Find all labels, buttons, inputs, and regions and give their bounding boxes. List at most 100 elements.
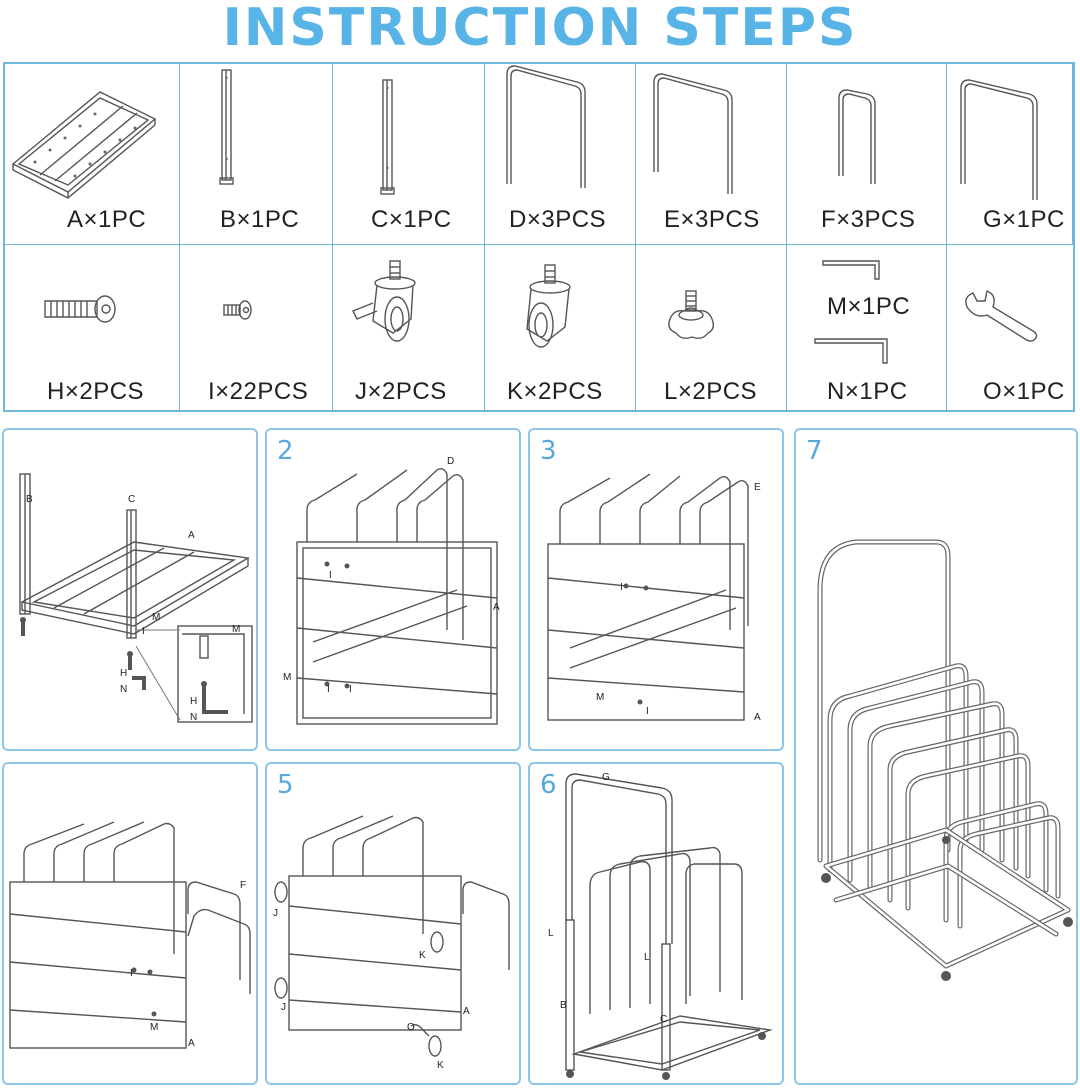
step-6-tag-c: C [660,1014,667,1025]
u-bar-medium-icon [653,73,733,194]
step-6-number: 6 [540,770,557,800]
part-label-d: D×3PCS [509,206,607,233]
step-1-tag-i: I [142,626,145,637]
frame-base-icon [11,91,157,199]
step-5-tag-j2: J [281,1002,286,1013]
step-6-tag-l1: L [548,928,554,939]
step-5-diagram: J J K K O A [273,815,510,1071]
part-cell-h: H×2PCS [5,245,180,410]
step-1-tag-m: M [152,612,160,623]
step-2-tag-m: M [283,672,291,683]
step-2-tag-i1: I [327,684,330,695]
part-cell-g: G×1PC [947,64,1073,245]
knob-icon [668,290,715,340]
caster-icon [526,264,571,348]
step-1-inset-tag-m: M [232,624,240,635]
step-2-tag-i2: I [349,684,352,695]
step-4-panel: F I M A [2,762,258,1085]
step-2-diagram: D A M I I I [283,456,500,725]
part-cell-i: I×22PCS [180,245,333,410]
part-label-g: G×1PC [983,206,1065,233]
step-2-tag-a: A [493,602,500,613]
step-6-tag-b: B [560,1000,567,1011]
step-3-tag-a: A [754,712,761,723]
step-3-tag-i2: I [646,706,649,717]
part-label-j: J×2PCS [355,378,447,405]
post-b-icon [219,69,234,185]
part-label-k: K×2PCS [507,378,603,405]
part-label-i: I×22PCS [208,378,309,405]
step-1-diagram: B C A M I H N M H N [19,473,253,723]
part-label-n: N×1PC [827,378,908,405]
part-cell-k: K×2PCS [485,245,636,410]
part-cell-e: E×3PCS [636,64,787,245]
step-1-tag-c: C [128,494,135,505]
part-label-m: M×1PC [827,293,911,320]
u-bar-handle-icon [960,79,1038,200]
step-1-inset-tag-n: N [190,712,197,723]
step-3-tag-m: M [596,692,604,703]
step-7-panel: 7 [794,428,1078,1085]
step-2-panel: D A M I I I 2 [265,428,521,751]
part-cell-j: J×2PCS [333,245,485,410]
brake-caster-icon [352,260,416,342]
step-1-inset-tag-h: H [190,696,197,707]
long-bolt-icon [44,295,116,323]
step-4-tag-i: I [130,968,133,979]
step-6-diagram: G L L B C [548,772,773,1080]
u-bar-large-icon [506,65,586,188]
part-label-h: H×2PCS [47,378,145,405]
post-c-icon [380,79,395,195]
step-6-tag-l2: L [644,952,650,963]
step-1-tag-a: A [188,530,195,541]
step-2-tag-d: D [447,456,454,467]
step-2-tag-i3: I [329,570,332,581]
step-6-tag-g: G [602,772,610,783]
step-3-panel: E I A M I 3 [528,428,784,751]
step-1-tag-b: B [26,494,33,505]
step-5-tag-j1: J [273,908,278,919]
part-cell-c: C×1PC [333,64,485,245]
step-5-number: 5 [277,770,294,800]
step-7-diagram [817,539,1073,981]
hex-key-icon [814,260,888,364]
wrench-icon [965,290,1038,342]
part-cell-f: F×3PCS [787,64,947,245]
part-cell-d: D×3PCS [485,64,636,245]
step-3-diagram: E I A M I [547,473,761,723]
step-5-panel: J J K K O A 5 [265,762,521,1085]
step-5-tag-a: A [463,1006,470,1017]
step-3-tag-e: E [754,482,761,493]
step-1-panel: B C A M I H N M H N [2,428,258,751]
part-label-a: A×1PC [67,206,147,233]
part-cell-b: B×1PC [180,64,333,245]
page-title: INSTRUCTION STEPS [222,0,858,58]
part-label-c: C×1PC [371,206,452,233]
parts-table: A×1PC B×1PC C×1PC D×3PCS [3,62,1075,412]
step-7-number: 7 [806,436,823,466]
step-4-tag-m: M [150,1022,158,1033]
part-label-l: L×2PCS [664,378,758,405]
part-label-e: E×3PCS [664,206,760,233]
step-1-tag-n: N [120,684,127,695]
step-1-tag-h: H [120,668,127,679]
part-label-o: O×1PC [983,378,1065,405]
step-3-tag-i: I [620,582,623,593]
short-bolt-icon [223,300,252,320]
part-cell-mn: M×1PC N×1PC [787,245,947,410]
step-3-number: 3 [540,436,557,466]
part-cell-a: A×1PC [5,64,180,245]
step-5-tag-o: O [407,1022,415,1033]
u-bar-small-icon [838,89,876,184]
part-cell-l: L×2PCS [636,245,787,410]
step-5-tag-k1: K [419,950,426,961]
step-4-tag-f: F [240,880,246,891]
part-label-f: F×3PCS [821,206,916,233]
step-2-number: 2 [277,436,294,466]
step-4-tag-a: A [188,1038,195,1049]
step-5-tag-k2: K [437,1060,444,1071]
step-4-diagram: F I M A [9,821,251,1049]
part-label-b: B×1PC [220,206,300,233]
step-6-panel: G L L B C 6 [528,762,784,1085]
part-cell-o: O×1PC [947,245,1073,410]
